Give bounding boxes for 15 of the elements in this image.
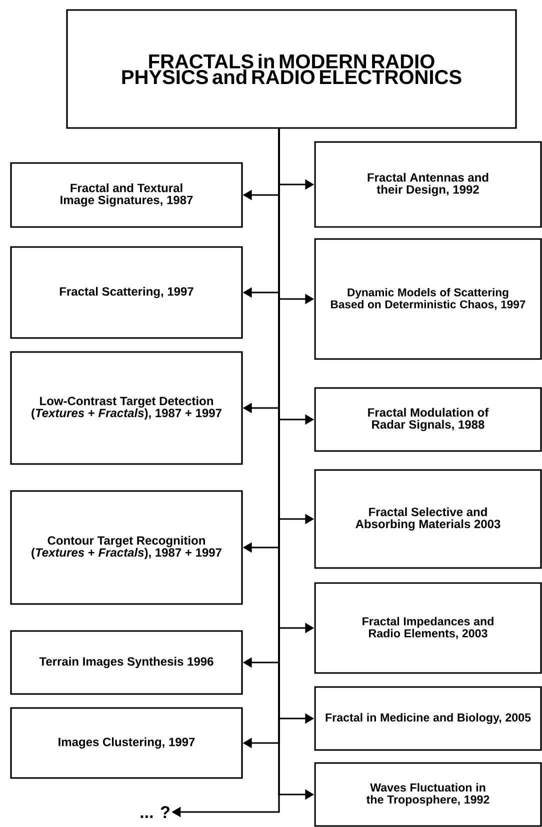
topic-box: Low-Contrast Target Detection (Textures + Fractals), 1987 + 1997: [10, 351, 243, 465]
topic-box: Contour Target Recognition (Textures + Fractals), 1987 + 1997: [10, 490, 243, 605]
topic-box: Fractal and Textural Image Signatures, 1987: [10, 162, 243, 228]
topic-box: Dynamic Models of Scattering Based on Deterministic Chaos, 1997: [314, 238, 542, 360]
topic-box: Fractal in Medicine and Biology, 2005: [314, 686, 542, 751]
topic-box: Fractal Modulation of Radar Signals, 1988: [314, 387, 542, 452]
topic-box: Fractal Scattering, 1997: [10, 246, 243, 339]
topic-box: Fractal Selective and Absorbing Materials 2003: [314, 469, 542, 569]
topic-box: Terrain Images Synthesis 1996: [10, 630, 243, 695]
question-text: ... ?: [140, 806, 170, 818]
topic-box: Images Clustering, 1997: [10, 707, 243, 779]
title-box: FRACTALS in MODERN RADIO PHYSICS and RADIO ELECTRONICS: [66, 9, 517, 129]
topic-box: Fractal Antennas and their Design, 1992: [314, 141, 542, 228]
topic-box: Fractal Impedances and Radio Elements, 2003: [314, 582, 542, 674]
topic-box: Waves Fluctuation in the Troposphere, 1992: [314, 762, 542, 827]
